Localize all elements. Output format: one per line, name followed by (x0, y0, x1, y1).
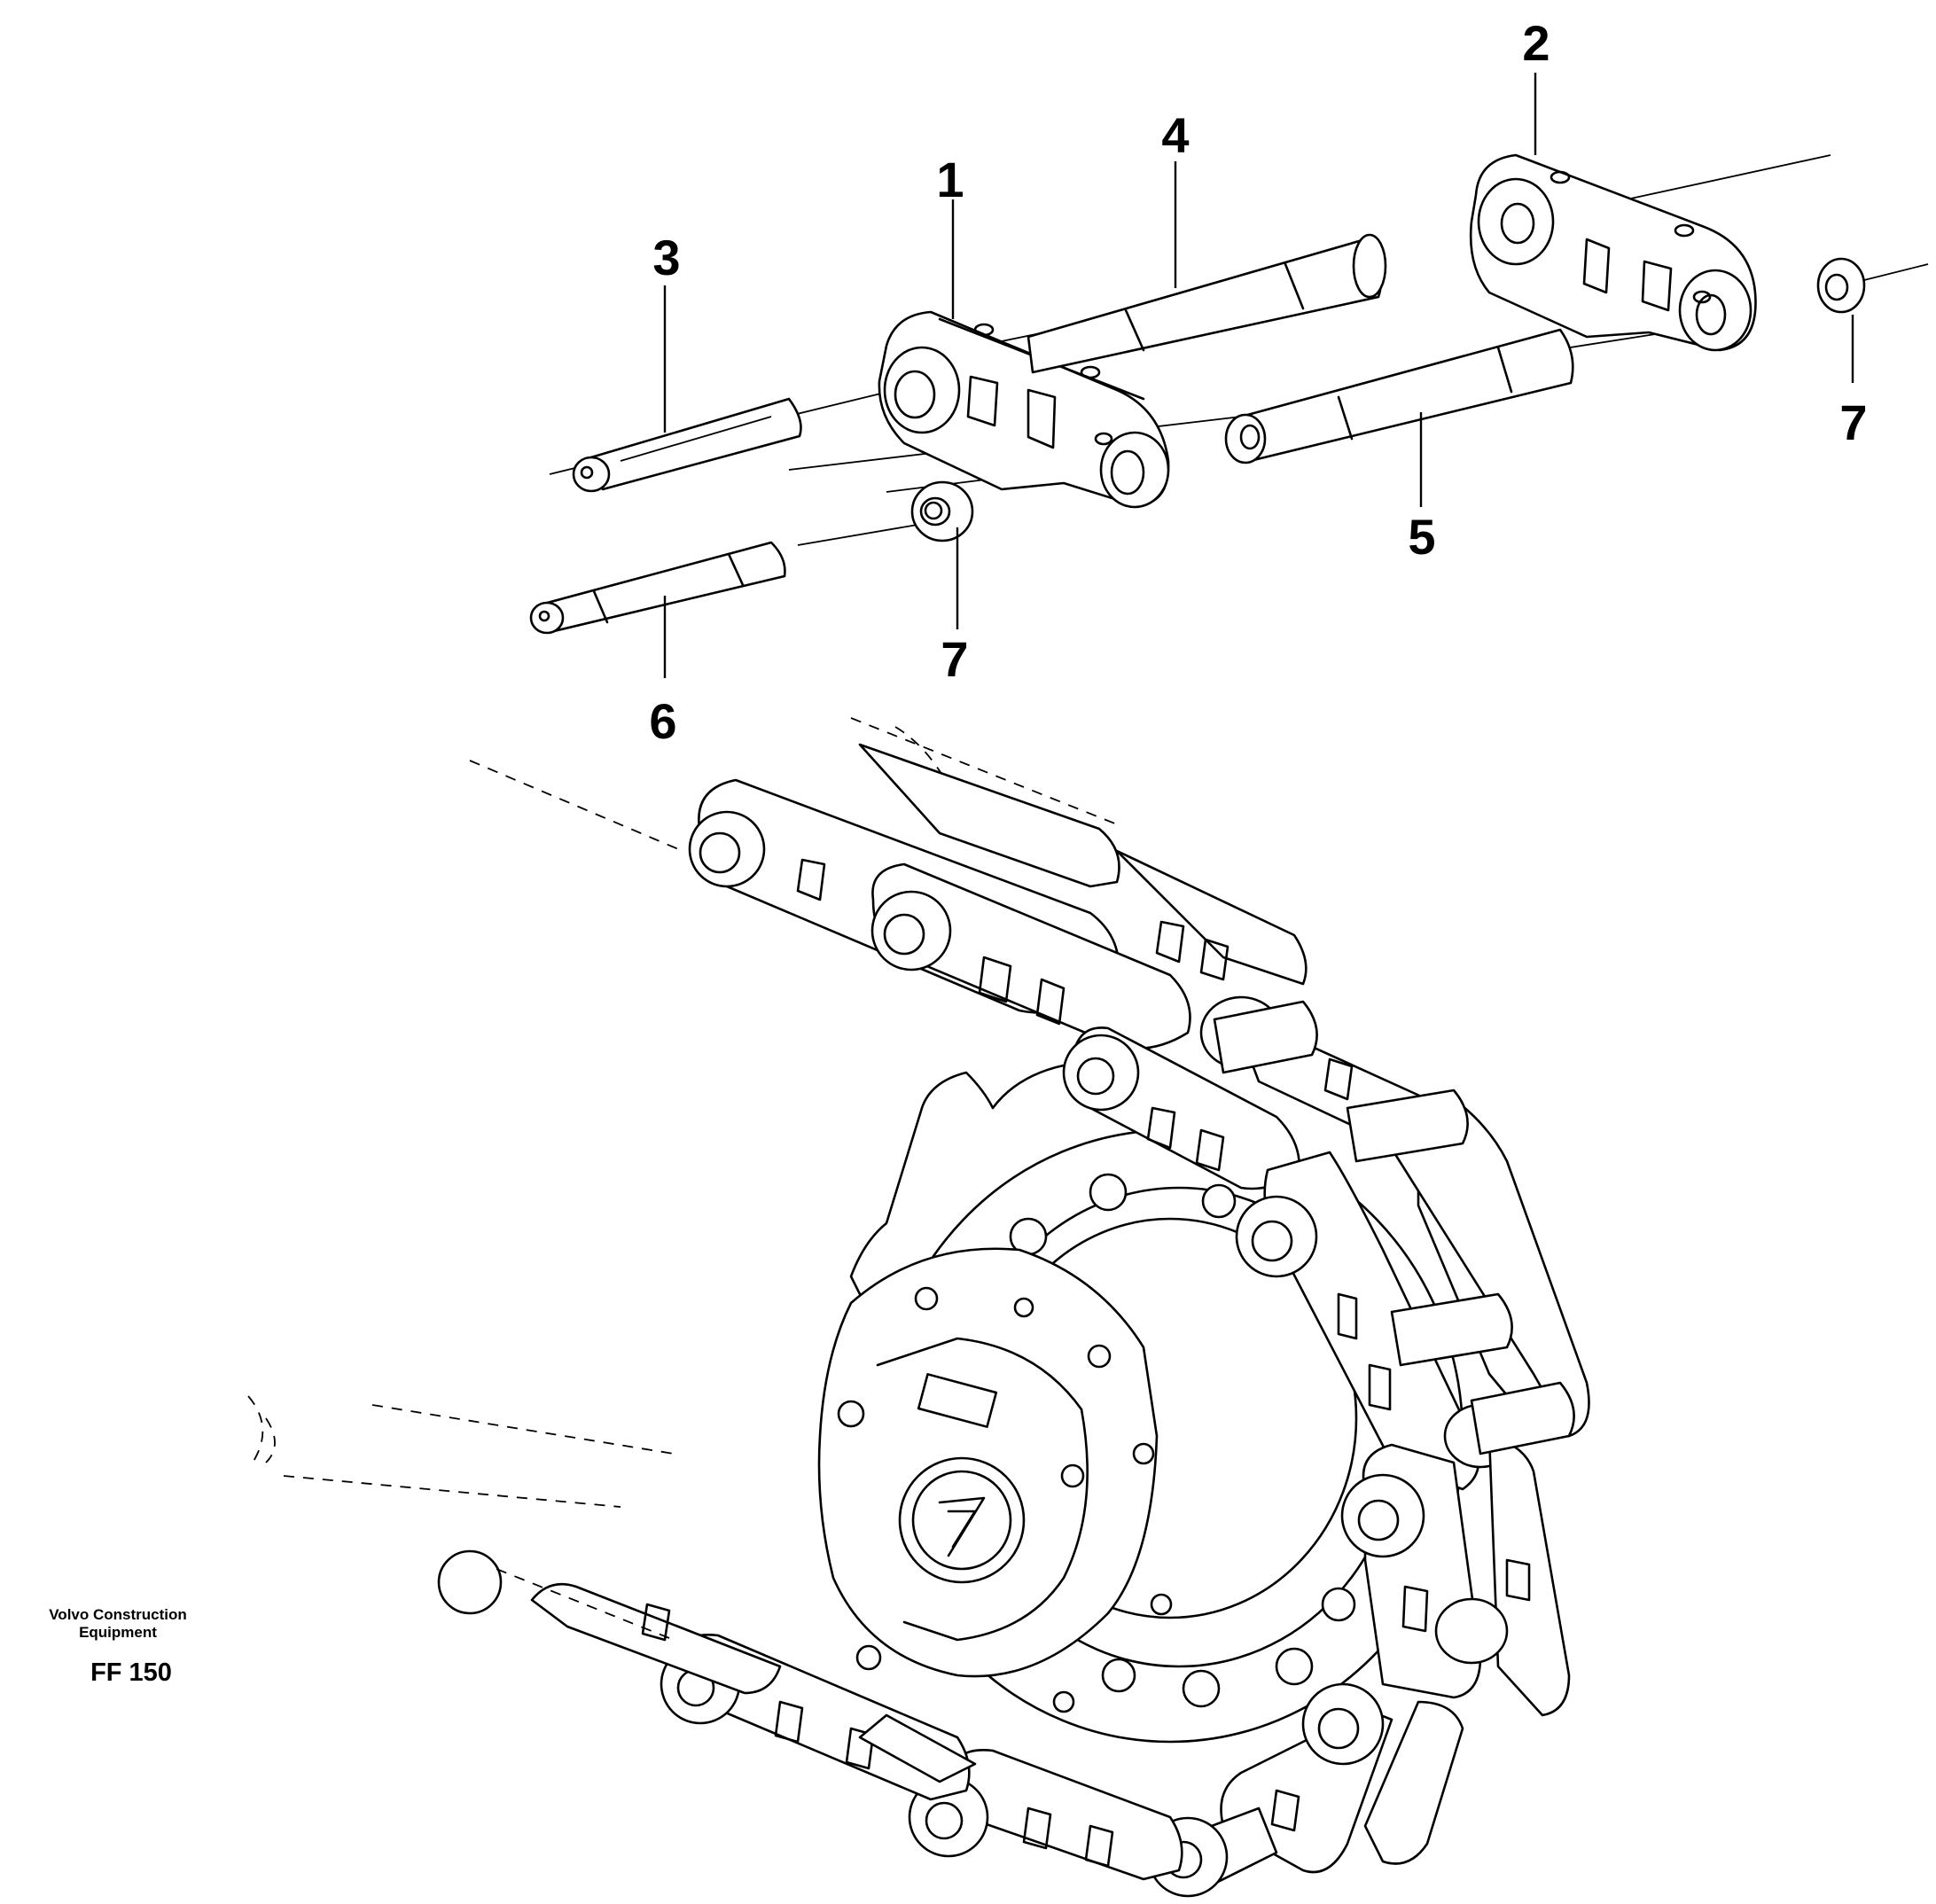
part-3-pin (572, 397, 802, 493)
part-4-bushing (1027, 233, 1387, 374)
callout-5: 5 (1408, 509, 1435, 565)
leader-lines (663, 73, 1854, 678)
callout-6: 6 (649, 693, 676, 749)
part-7-seal-ring-left (910, 480, 974, 542)
part-5-bushing (1224, 328, 1574, 464)
track-chain-bottom (437, 1549, 1464, 1898)
callout-labels: 1 2 3 4 5 6 7 7 (649, 15, 1867, 749)
track-chain-top (688, 743, 1457, 1190)
brand-line-2: Equipment (79, 1624, 157, 1641)
exploded-parts-group (529, 153, 1929, 635)
callout-4: 4 (1161, 107, 1189, 163)
callout-7-right: 7 (1839, 394, 1867, 450)
track-pins-top (1213, 1000, 1575, 1455)
drawing-code: FF 150 (90, 1658, 172, 1687)
callout-2: 2 (1522, 15, 1550, 71)
footer-branding: Volvo Construction Equipment FF 150 (49, 1606, 187, 1687)
hub-bolts (1009, 1173, 1356, 1708)
brand-line-1: Volvo Construction (49, 1606, 187, 1623)
track-sprocket-assembly (247, 717, 1590, 1898)
callout-1: 1 (936, 152, 964, 207)
part-6-pin (529, 541, 786, 635)
callout-3: 3 (652, 230, 680, 285)
track-chain-right (1235, 1097, 1590, 1717)
callout-7-left: 7 (941, 631, 968, 687)
part-2-track-link (1469, 153, 1757, 352)
part-7-seal-ring-right (1816, 257, 1866, 314)
housing-bolts (837, 1286, 1173, 1713)
